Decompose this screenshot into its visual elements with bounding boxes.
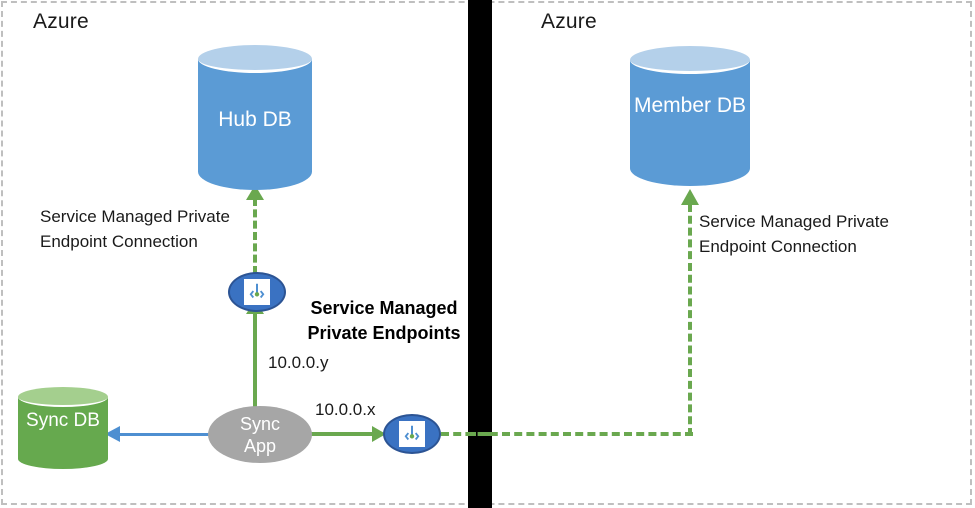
region-label-azure-right: Azure <box>541 10 597 33</box>
node-label-sync-db: Sync DB <box>26 410 100 431</box>
cylinder-body <box>18 397 108 469</box>
node-label-hub-db: Hub DB <box>218 108 292 131</box>
label-ip-address-y: 10.0.0.y <box>268 353 329 372</box>
node-member-db[interactable]: Member DB <box>630 46 750 186</box>
label-ip-address-x: 10.0.0.x <box>315 400 376 419</box>
node-sync-app[interactable]: Sync App <box>208 406 312 463</box>
region-label-azure-left: Azure <box>33 10 89 33</box>
connector-crossing-over-divider <box>468 432 492 436</box>
arrowhead-to-member-db <box>681 189 699 205</box>
connector-pe-to-hub-db <box>253 198 257 274</box>
connector-sync-app-to-pe-hub <box>253 312 257 422</box>
node-label-sync-app: Sync App <box>239 413 281 456</box>
private-endpoint-icon <box>399 421 425 447</box>
cylinder-top <box>18 387 108 407</box>
connector-sync-app-to-pe-member <box>310 432 376 436</box>
arrowhead-to-sync-db <box>105 426 120 442</box>
node-sync-db[interactable]: Sync DB <box>18 387 108 469</box>
cylinder-top <box>630 46 750 74</box>
node-label-member-db: Member DB <box>633 94 747 117</box>
connector-pe-member-crossing <box>441 432 693 436</box>
annotation-member-endpoint-connection: Service Managed Private Endpoint Connect… <box>699 212 889 256</box>
node-private-endpoint-hub[interactable] <box>228 272 286 312</box>
cylinder-body <box>630 60 750 186</box>
node-private-endpoint-member[interactable] <box>383 414 441 454</box>
node-hub-db[interactable]: Hub DB <box>198 45 312 190</box>
private-endpoint-icon <box>244 279 270 305</box>
annotation-hub-endpoint-connection: Service Managed Private Endpoint Connect… <box>40 207 230 251</box>
region-divider <box>468 0 492 508</box>
arrowhead-to-pe-member <box>372 426 386 442</box>
cylinder-top <box>198 45 312 73</box>
connector-to-member-db <box>688 204 692 436</box>
cylinder-body <box>198 59 312 190</box>
title-service-managed-private-endpoints: Service Managed Private Endpoints <box>307 298 461 343</box>
connector-sync-app-to-sync-db <box>118 433 210 436</box>
